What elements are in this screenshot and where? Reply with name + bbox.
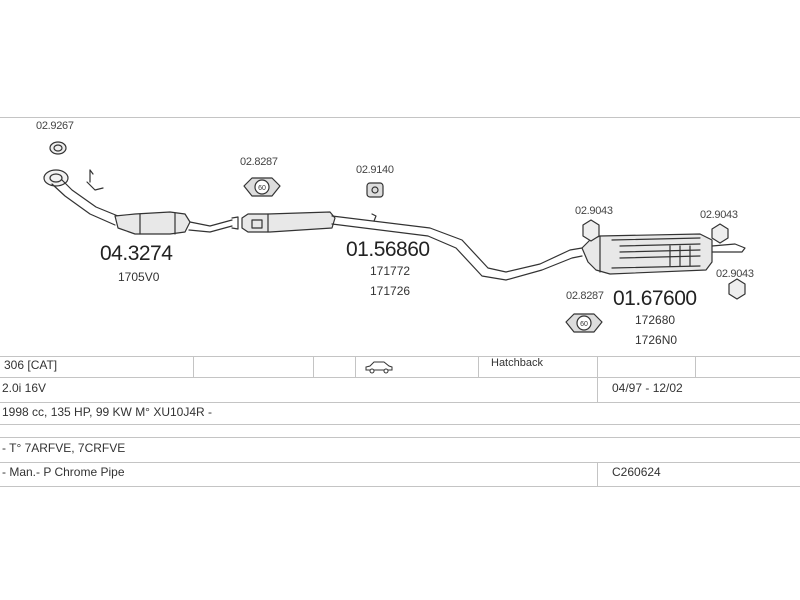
pipe-type: - Man.- P Chrome Pipe [2,465,125,479]
catalyst-part-number[interactable]: 04.3274 [100,242,173,265]
bracket-icon [86,169,104,191]
exhaust-diagram: 60 60 [43,141,746,333]
row-divider-5 [0,462,800,463]
part-number-hanger-left[interactable]: 02.9043 [575,205,613,217]
col-divider-6 [695,356,696,377]
body-type: Hatchback [491,357,543,369]
col-divider-4 [478,356,479,377]
row-divider-6 [0,486,800,487]
col-divider-1 [193,356,194,377]
engine-spec: 1998 cc, 135 HP, 99 KW M° XU10J4R - [2,405,213,419]
clamp-size-label: 60 [258,185,266,192]
body-type-icon-cell [364,360,394,377]
part-number-clamp-top[interactable]: 02.8287 [240,156,278,168]
col-divider-7 [597,462,598,486]
row-divider-1 [0,377,800,378]
production-dates: 04/97 - 12/02 [612,381,683,395]
rear-silencer-icon [581,233,746,275]
catalyst-ref: 1705V0 [118,270,160,284]
car-side-icon [365,361,393,374]
part-number-clamp-bottom[interactable]: 02.8287 [566,290,604,302]
kit-code: C260624 [612,465,661,479]
middle-silencer-ref-1: 171772 [370,264,411,278]
clamp-icon [243,177,281,197]
clamp-icon-rear [565,313,603,333]
part-number-rubber-mount[interactable]: 02.9140 [356,164,394,176]
col-divider-2 [313,356,314,377]
rubber-hanger-icon [582,219,746,300]
clamp-size-label-rear: 60 [580,321,588,328]
diagram-bottom-border [0,356,800,357]
col-divider-5 [597,356,598,402]
row-divider-2 [0,402,800,403]
row-divider-3 [0,424,800,425]
vehicle-model: 306 [CAT] [4,358,58,372]
top-border [0,117,800,118]
rubber-mount-icon [366,182,384,198]
part-number-hanger-right-top[interactable]: 02.9043 [700,209,738,221]
rear-silencer-part-number[interactable]: 01.67600 [613,287,697,310]
catalytic-converter-icon [114,211,239,235]
gasket-ring-icon [49,141,67,155]
middle-silencer-part-number[interactable]: 01.56860 [346,238,430,261]
middle-silencer-icon [241,211,336,233]
front-flange-icon [43,169,69,187]
col-divider-3 [355,356,356,377]
row-divider-4 [0,437,800,438]
rear-silencer-ref-1: 172680 [635,313,676,327]
part-number-hanger-right-bottom[interactable]: 02.9043 [716,268,754,280]
part-number-gasket[interactable]: 02.9267 [36,120,74,132]
engine-name: 2.0i 16V [2,381,47,395]
middle-pipe-icon [331,215,583,281]
middle-silencer-ref-2: 171726 [370,284,411,298]
front-pipe-icon [51,179,119,226]
engine-code: - T° 7ARFVE, 7CRFVE [2,441,126,455]
rear-silencer-ref-2: 1726N0 [635,333,678,347]
